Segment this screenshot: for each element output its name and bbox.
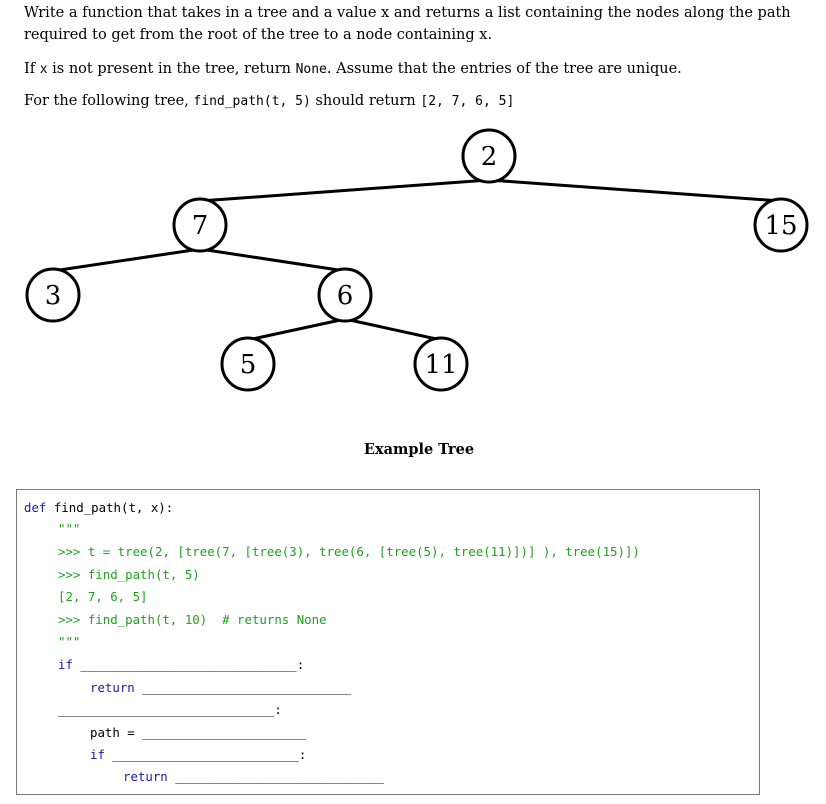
tree-edges xyxy=(52,178,782,342)
tree-node-7: 7 xyxy=(172,197,228,253)
code-line-return-2: return ____________________________ xyxy=(123,768,384,786)
code-line-if: if _____________________________: xyxy=(58,656,304,674)
tree-edge-2-7 xyxy=(199,178,490,203)
tree-node-11: 11 xyxy=(413,336,469,392)
tree-node-label: 6 xyxy=(337,281,354,311)
none-condition-paragraph: If x is not present in the tree, return … xyxy=(24,58,682,81)
return-keyword-2: return xyxy=(123,769,168,784)
docstring-open: """ xyxy=(58,521,81,536)
tree-node-circle xyxy=(25,267,81,323)
code-line-def: def find_path(t, x): xyxy=(24,499,173,517)
if-condition-blank[interactable]: _____________________________: xyxy=(72,657,305,672)
tree-edge-6-5 xyxy=(247,317,346,342)
if-keyword-2: if xyxy=(90,747,105,762)
docstring-line-1: >>> t = tree(2, [tree(7, [tree(3), tree(… xyxy=(58,544,640,559)
p2-text-b: is not present in the tree, return xyxy=(47,61,296,77)
code-line-return: return ____________________________ xyxy=(90,679,351,697)
def-keyword: def xyxy=(24,500,47,515)
tree-edge-7-6 xyxy=(199,247,346,273)
docstring-line-3: [2, 7, 6, 5] xyxy=(58,589,148,604)
p3-code-call: find_path(t, 5) xyxy=(193,94,311,109)
p3-text-b: should return xyxy=(310,93,421,109)
path-assignment: path = xyxy=(90,725,143,740)
instruction-paragraph: Write a function that takes in a tree an… xyxy=(24,5,791,43)
example-paragraph: For the following tree, find_path(t, 5) … xyxy=(24,90,514,113)
tree-node-circle xyxy=(461,128,517,184)
tree-edge-6-11 xyxy=(344,317,442,342)
tree-node-3: 3 xyxy=(25,267,81,323)
code-line-path: path = ______________________ xyxy=(90,724,306,742)
return-keyword: return xyxy=(90,680,135,695)
tree-caption: Example Tree xyxy=(363,441,475,458)
docstring-close: """ xyxy=(58,634,81,649)
tree-node-circle xyxy=(317,267,373,323)
tree-node-circle xyxy=(220,336,276,392)
p2-code-none: None xyxy=(295,62,327,77)
tree-node-6: 6 xyxy=(317,267,373,323)
tree-node-label: 7 xyxy=(192,211,209,241)
tree-node-label: 11 xyxy=(424,350,457,380)
docstring-line-4: >>> find_path(t, 10) # returns None xyxy=(58,612,327,627)
tree-node-circle xyxy=(413,336,469,392)
p3-code-result: [2, 7, 6, 5] xyxy=(420,94,515,109)
return-value-blank-2[interactable]: ____________________________ xyxy=(167,769,385,784)
tree-node-circle xyxy=(753,197,809,253)
tree-node-2: 2 xyxy=(461,128,517,184)
p2-text-c: . Assume that the entries of the tree ar… xyxy=(326,61,682,77)
loop-header-blank[interactable]: _____________________________: xyxy=(58,702,282,717)
docstring-line-2: >>> find_path(t, 5) xyxy=(58,567,200,582)
p2-code-x: x xyxy=(39,62,48,77)
code-block: def find_path(t, x): """ >>> t = tree(2,… xyxy=(16,489,760,795)
return-value-blank[interactable]: ____________________________ xyxy=(134,680,352,695)
tree-edge-7-3 xyxy=(52,247,201,273)
if-condition-blank-2[interactable]: _________________________: xyxy=(104,747,307,762)
code-line-if-2: if _________________________: xyxy=(90,746,306,764)
tree-node-5: 5 xyxy=(220,336,276,392)
tree-edge-2-15 xyxy=(488,178,782,203)
tree-node-label: 15 xyxy=(764,211,797,241)
tree-node-circle xyxy=(172,197,228,253)
tree-node-label: 3 xyxy=(45,281,62,311)
function-signature: find_path(t, x): xyxy=(46,500,174,515)
tree-node-label: 2 xyxy=(481,142,498,172)
p2-text-a: If xyxy=(24,61,40,77)
tree-node-label: 5 xyxy=(240,350,257,380)
if-keyword: if xyxy=(58,657,73,672)
path-value-blank[interactable]: ______________________ xyxy=(142,725,307,740)
tree-node-15: 15 xyxy=(753,197,809,253)
p3-text-a: For the following tree, xyxy=(24,93,194,109)
